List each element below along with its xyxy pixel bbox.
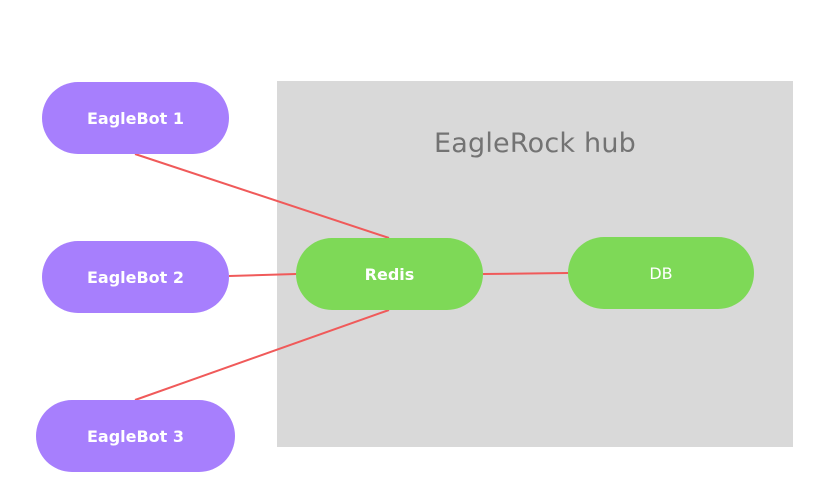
connector-bot3-redis [134,309,390,401]
connector-redis-db [482,272,569,275]
db-node: DB [568,237,754,309]
connector-bot2-redis [228,273,297,277]
redis-node: Redis [296,238,483,310]
connector-bot1-redis [134,153,390,239]
eaglebot-3-node: EagleBot 3 [36,400,235,472]
eaglebot-2-node: EagleBot 2 [42,241,229,313]
hub-title: EagleRock hub [434,128,636,159]
eaglebot-1-node: EagleBot 1 [42,82,229,154]
